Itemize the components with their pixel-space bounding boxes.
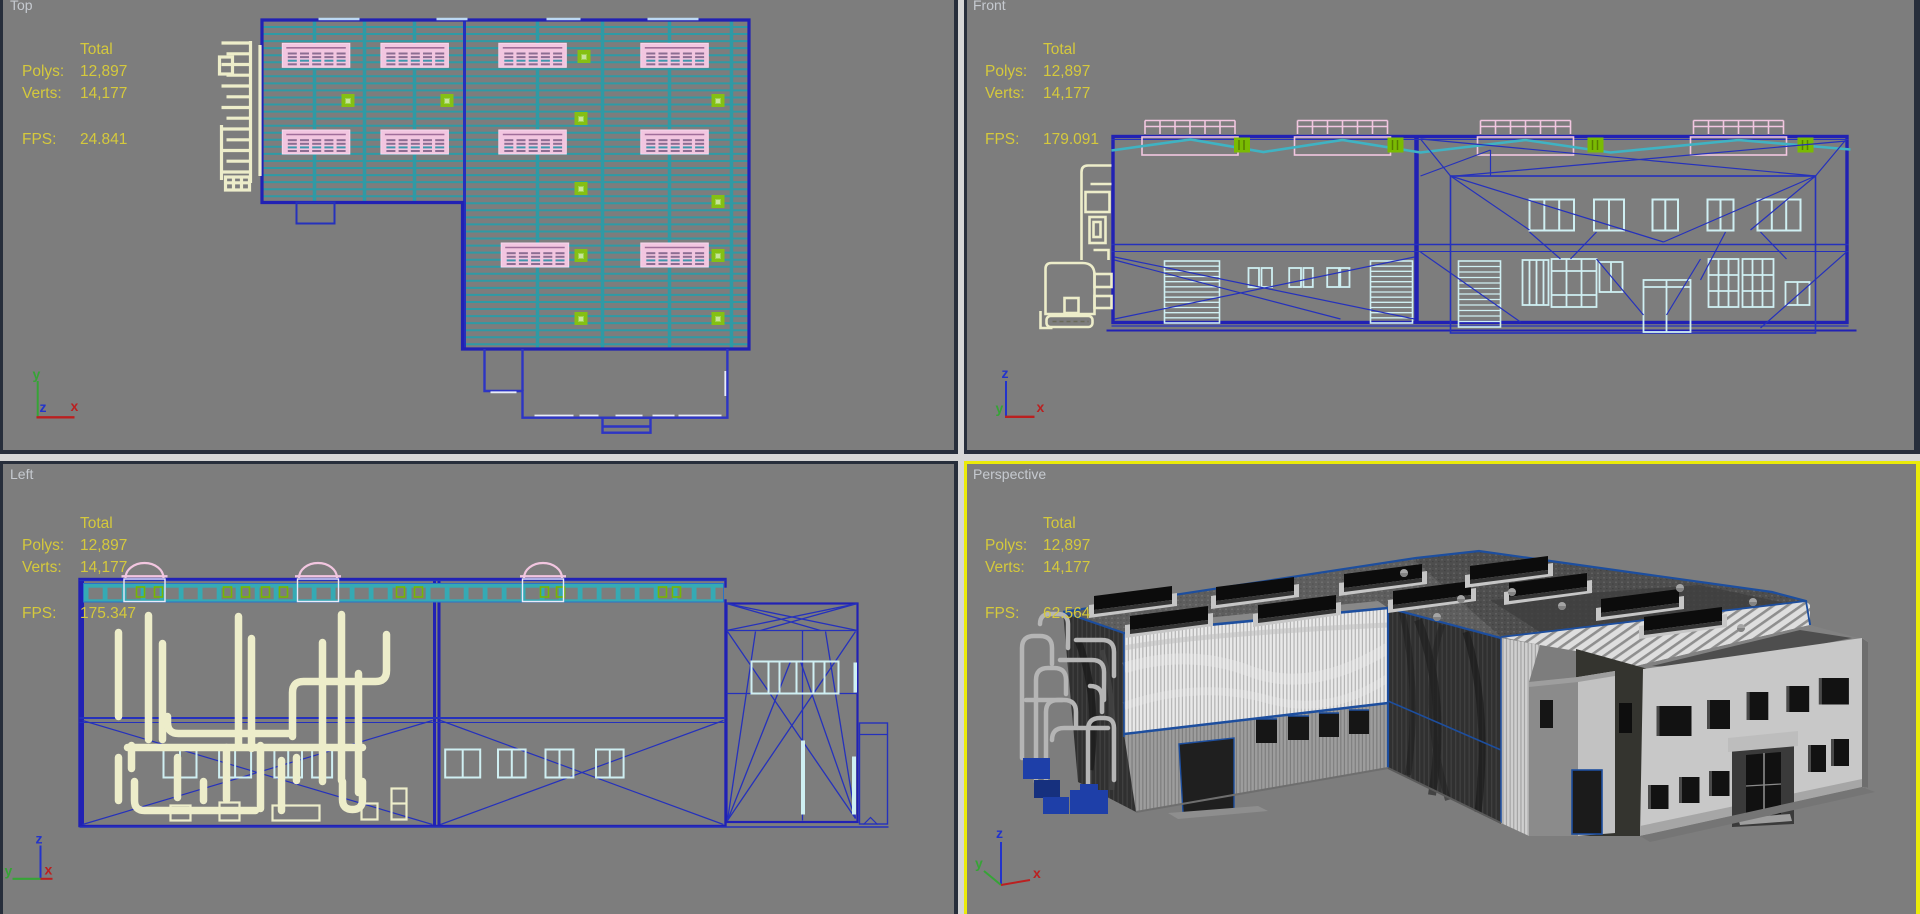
svg-text:z: z xyxy=(1001,365,1008,381)
svg-text:x: x xyxy=(1033,865,1041,881)
svg-text:x: x xyxy=(44,861,52,877)
svg-text:x: x xyxy=(70,398,78,414)
svg-text:z: z xyxy=(39,399,46,415)
svg-text:x: x xyxy=(1036,399,1044,415)
svg-text:y: y xyxy=(4,862,12,878)
svg-text:z: z xyxy=(35,830,42,846)
svg-text:z: z xyxy=(996,825,1003,841)
svg-text:y: y xyxy=(32,366,40,382)
svg-text:y: y xyxy=(995,400,1003,416)
svg-text:y: y xyxy=(975,855,983,871)
